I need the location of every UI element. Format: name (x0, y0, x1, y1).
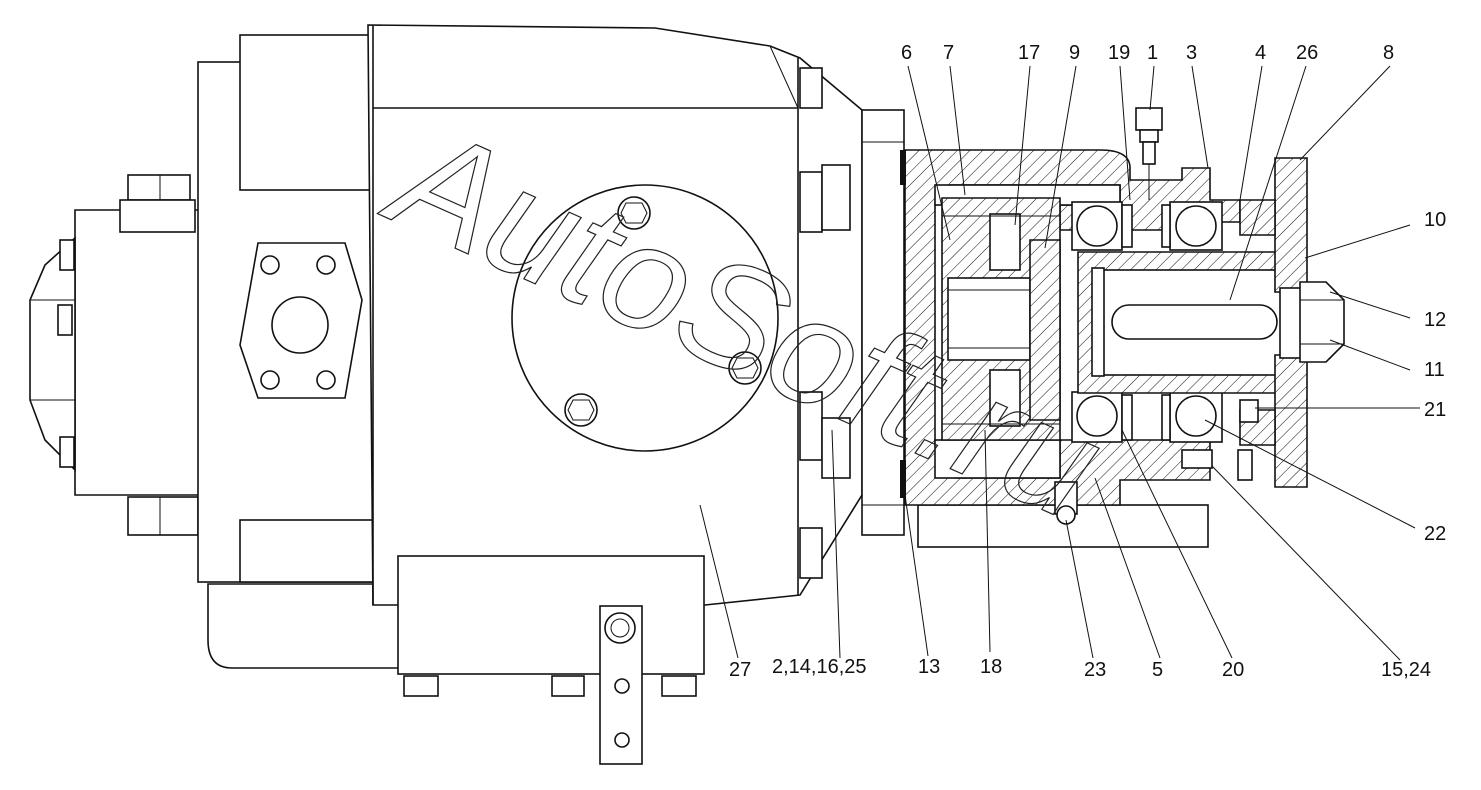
callout-12: 12 (1424, 309, 1446, 331)
callout-9: 9 (1069, 42, 1080, 64)
callout-18: 18 (980, 656, 1002, 678)
callout-8: 8 (1383, 42, 1394, 64)
callout-13: 13 (918, 656, 940, 678)
bearing-right (1169, 201, 1223, 443)
drive-shaft (1077, 251, 1301, 394)
shaft-nut (1279, 281, 1345, 363)
callout-19: 19 (1108, 42, 1130, 64)
coupling-sleeve (941, 197, 1061, 441)
callout-21: 21 (1424, 399, 1446, 421)
bearing-left (1071, 201, 1123, 443)
cover-bolt (728, 351, 762, 385)
callout-15-24: 15,24 (1381, 659, 1431, 681)
main-housing (367, 24, 905, 606)
callout-20: 20 (1222, 659, 1244, 681)
callout-3: 3 (1186, 42, 1197, 64)
callout-labels: 1 2,14,16,25 3 4 5 6 7 8 9 10 11 12 13 1… (729, 42, 1446, 681)
callout-27: 27 (729, 659, 751, 681)
callout-1: 1 (1147, 42, 1158, 64)
sectioned-housing (900, 149, 1241, 548)
cover-bolt (617, 196, 651, 230)
callout-26: 26 (1296, 42, 1318, 64)
callout-22: 22 (1424, 523, 1446, 545)
left-end-cap (29, 174, 201, 536)
bottom-bracket (397, 555, 705, 765)
callout-10: 10 (1424, 209, 1446, 231)
drain-plug (1054, 481, 1078, 525)
callout-5: 5 (1152, 659, 1163, 681)
callout-11: 11 (1424, 359, 1445, 381)
callout-17: 17 (1018, 42, 1040, 64)
drive-flange (1181, 157, 1308, 488)
callout-6: 6 (901, 42, 912, 64)
callout-4: 4 (1255, 42, 1266, 64)
leader-lines (699, 65, 1420, 661)
cover-bolt (564, 393, 598, 427)
left-body (197, 34, 401, 669)
callout-7: 7 (943, 42, 954, 64)
grease-fitting (1135, 107, 1163, 200)
callout-2-14-16-25: 2,14,16,25 (772, 656, 867, 678)
callout-23: 23 (1084, 659, 1106, 681)
